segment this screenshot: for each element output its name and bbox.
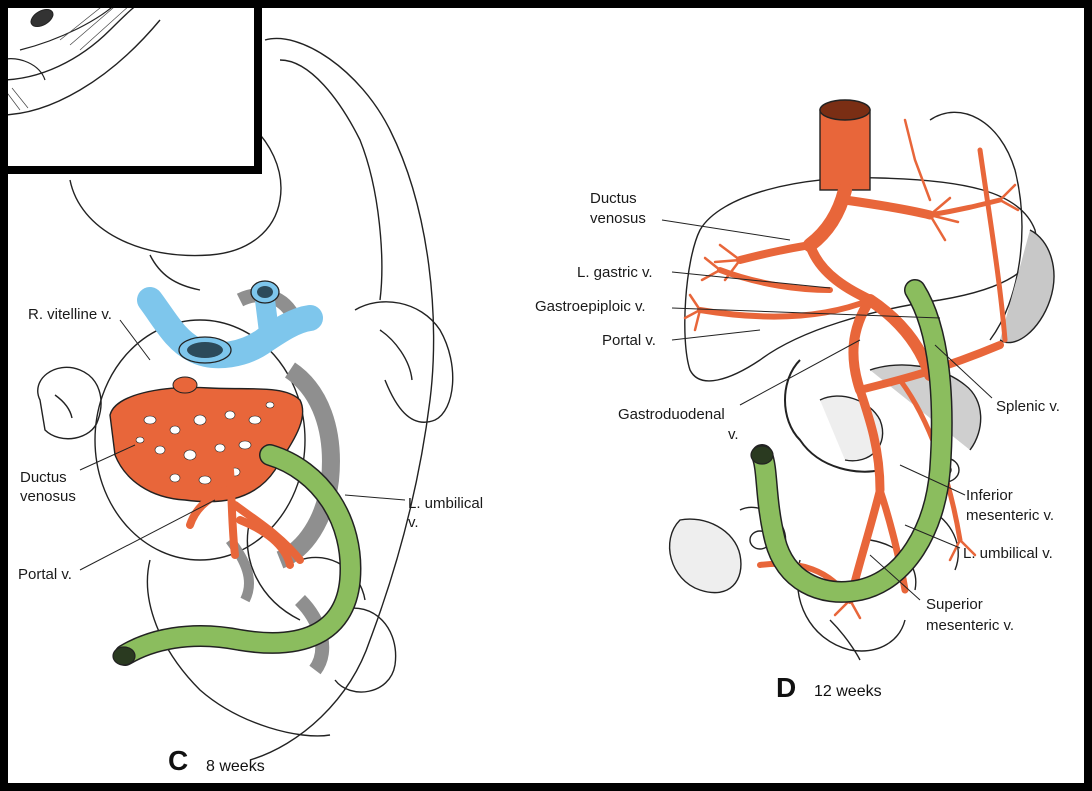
label-d-ductus-venosus-line1: Ductus xyxy=(590,190,637,207)
label-d-superior-mesenteric-line2: mesenteric v. xyxy=(926,617,1014,634)
label-c-portal-vein: Portal v. xyxy=(18,566,72,583)
label-d-splenic-vein: Splenic v. xyxy=(996,398,1060,415)
label-d-l-gastric-vein: L. gastric v. xyxy=(577,264,653,281)
label-c-ductus-venosus-line2: venosus xyxy=(20,488,76,505)
label-d-gastroepiploic-vein: Gastroepiploic v. xyxy=(535,298,646,315)
label-r-vitelline-vein: R. vitelline v. xyxy=(28,306,112,323)
panel-d-vena-cava xyxy=(820,100,870,190)
label-d-portal-vein: Portal v. xyxy=(602,332,656,349)
panel-d-age: 12 weeks xyxy=(814,683,882,701)
label-d-gastroduodenal-line2: v. xyxy=(728,426,739,443)
label-d-inferior-mesenteric-line1: Inferior xyxy=(966,487,1013,504)
label-d-gastroduodenal-line1: Gastroduodenal xyxy=(618,406,725,423)
panel-c-letter: C xyxy=(168,745,188,777)
label-c-l-umbilical-line1: L. umbilical xyxy=(408,495,483,512)
panel-c-age: 8 weeks xyxy=(206,758,265,776)
label-d-ductus-venosus-line2: venosus xyxy=(590,210,646,227)
label-d-superior-mesenteric-line1: Superior xyxy=(926,596,983,613)
panel-d-letter: D xyxy=(776,672,796,704)
label-d-inferior-mesenteric-line2: mesenteric v. xyxy=(966,507,1054,524)
label-c-ductus-venosus-line1: Ductus xyxy=(20,469,67,486)
label-c-l-umbilical-line2: v. xyxy=(408,514,419,531)
label-d-l-umbilical-vein: L. umbilical v. xyxy=(963,545,1053,562)
inset-panel xyxy=(0,0,258,170)
